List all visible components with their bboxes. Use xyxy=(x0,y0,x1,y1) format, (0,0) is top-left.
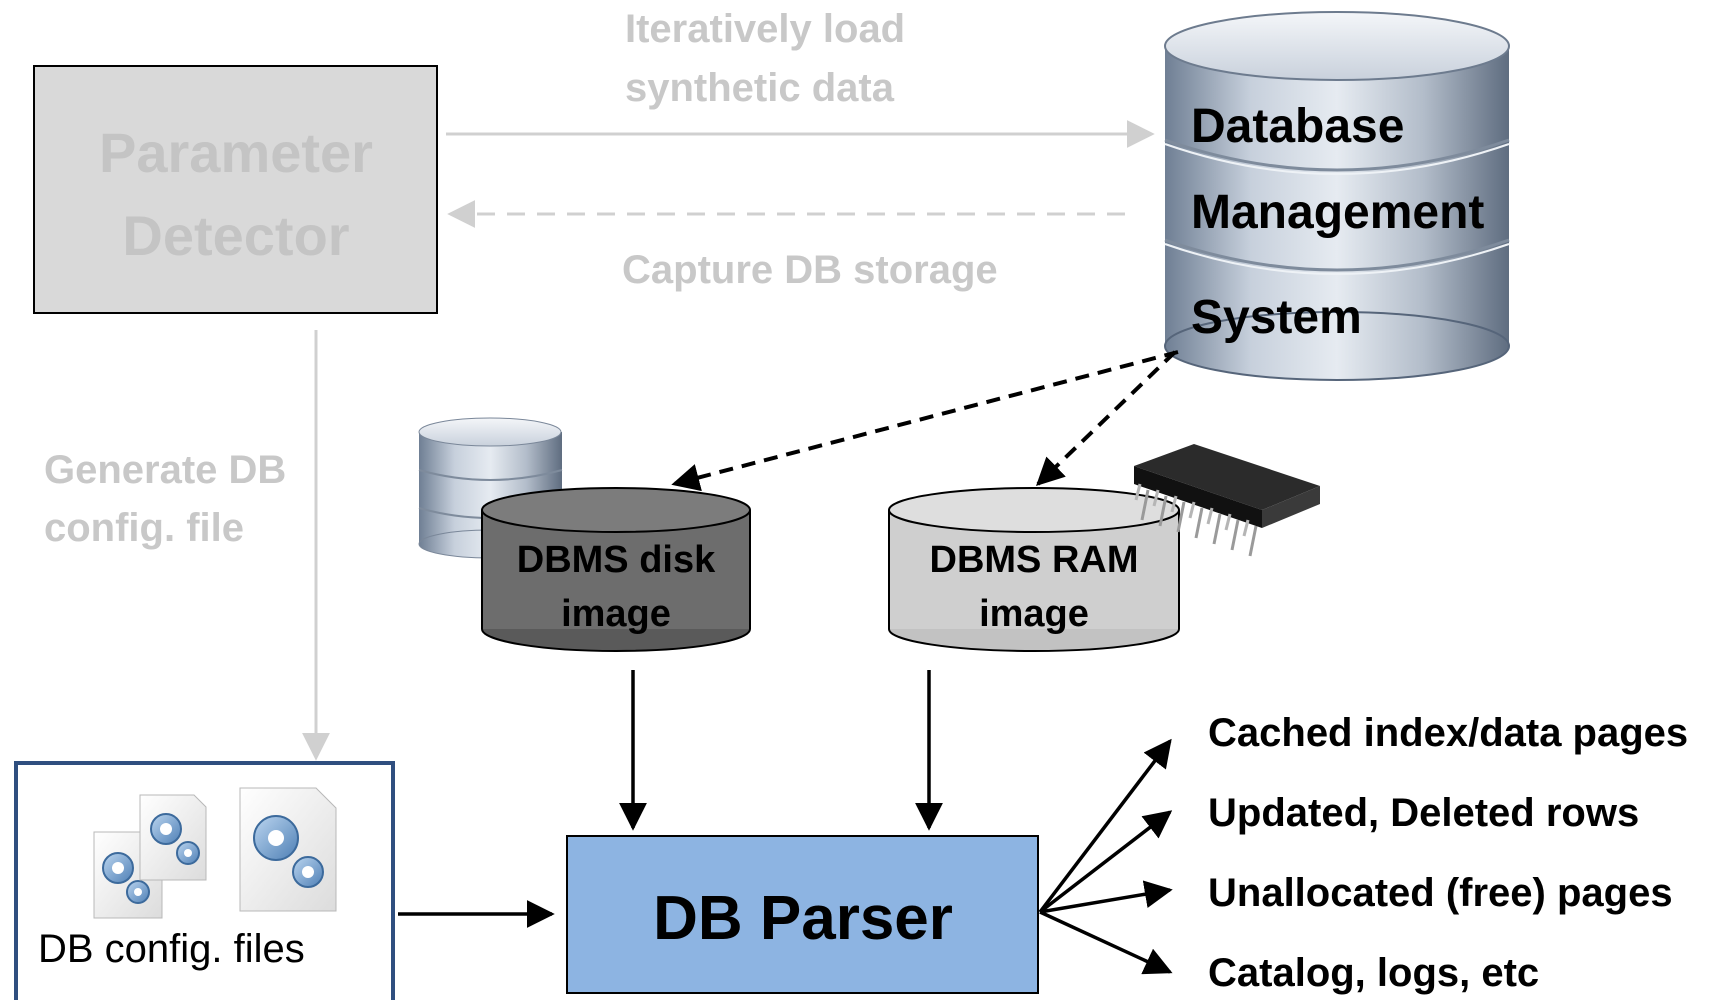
load-label-line2: synthetic data xyxy=(625,66,895,110)
capture-label: Capture DB storage xyxy=(622,248,998,292)
disk-image-cylinder xyxy=(481,487,751,652)
dbms-label-line2: Management xyxy=(1191,186,1484,239)
ram-image-label-line1: DBMS RAM xyxy=(930,539,1139,581)
output-label-unallocated: Unallocated (free) pages xyxy=(1208,871,1673,915)
ram-chip-icon xyxy=(1134,444,1320,557)
parameter-detector-box: Parameter Detector xyxy=(33,65,438,314)
config-file-icon-3 xyxy=(239,787,337,912)
config-files-label: DB config. files xyxy=(38,927,305,971)
dbms-cylinder-icon xyxy=(1164,11,1510,381)
output-arrow-1 xyxy=(1038,738,1172,914)
output-arrow-3 xyxy=(1039,880,1173,914)
disk-image-label-line1: DBMS disk xyxy=(517,539,716,581)
ram-image-label-line2: image xyxy=(979,593,1089,635)
generate-label-line1: Generate DB xyxy=(44,448,286,492)
output-label-cached: Cached index/data pages xyxy=(1208,711,1688,755)
dbms-to-disk-arrow xyxy=(671,350,1179,492)
output-label-updated: Updated, Deleted rows xyxy=(1208,791,1639,835)
output-arrows xyxy=(1038,738,1173,975)
dbms-label-line1: Database xyxy=(1191,100,1404,153)
dbms-to-ram-arrow xyxy=(1035,350,1177,486)
output-arrow-4 xyxy=(1039,910,1173,975)
ram-image-cylinder xyxy=(888,487,1180,652)
output-arrow-2 xyxy=(1038,810,1173,914)
db-parser-label: DB Parser xyxy=(653,884,953,953)
load-label-line1: Iteratively load xyxy=(625,7,905,51)
output-label-catalog: Catalog, logs, etc xyxy=(1208,951,1539,995)
db-parser-box xyxy=(566,835,1039,994)
parameter-detector-line1: Parameter xyxy=(99,121,373,184)
generate-label-line2: config. file xyxy=(44,506,244,550)
dbms-label-line3: System xyxy=(1191,291,1362,344)
parameter-detector-line2: Detector xyxy=(122,204,349,267)
disk-image-label-line2: image xyxy=(561,593,671,635)
config-file-icon-2 xyxy=(139,794,207,881)
